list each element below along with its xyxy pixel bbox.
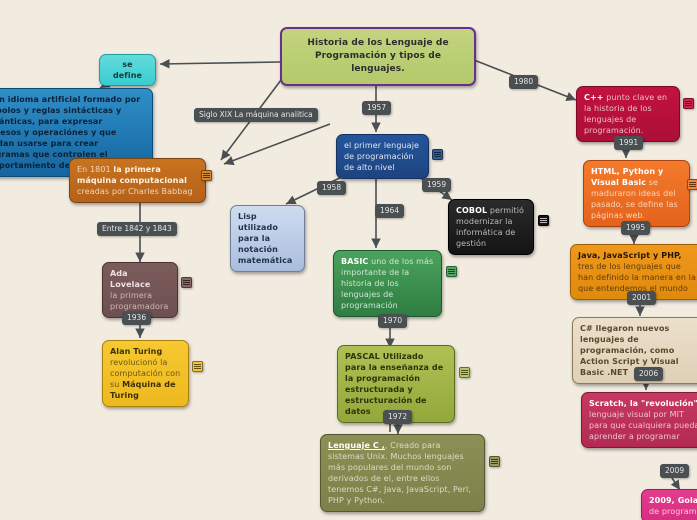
edge-label-1964-text: 1964 xyxy=(380,206,400,215)
edge-label-1995-text: 1995 xyxy=(626,223,646,232)
node-java-js-php[interactable]: Java, JavaScript y PHP, tres de los leng… xyxy=(570,244,697,300)
edge-label-1972: 1972 xyxy=(383,410,413,424)
node-golang[interactable]: 2009, Golang de programación xyxy=(641,489,697,520)
note-icon-babbage[interactable] xyxy=(201,170,212,181)
edge-label-1980-text: 1980 xyxy=(514,77,534,86)
node-cobol-strong: COBOL xyxy=(456,206,488,215)
edge-label-1957: 1957 xyxy=(362,101,392,115)
node-definicion-text: Es un idioma artificial formado por símb… xyxy=(0,95,141,170)
node-java-js-php-rest: tres de los lenguajes que han definido l… xyxy=(578,262,696,293)
note-icon-pascal[interactable] xyxy=(459,367,470,378)
edge-label-1991-text: 1991 xyxy=(619,138,639,147)
node-alan-turing[interactable]: Alan Turing revolucionó la computación c… xyxy=(102,340,189,407)
node-lenguaje-c-strong: Lenguaje C , xyxy=(328,441,385,450)
note-icon-lenguaje-c[interactable] xyxy=(489,456,500,467)
edge-label-1936-text: 1936 xyxy=(127,313,147,322)
node-title[interactable]: Historia de los Lenguaje de Programación… xyxy=(280,27,476,86)
edge-label-2001: 2001 xyxy=(627,291,657,305)
node-lisp-text: Lisp utilizado para la notación matemáti… xyxy=(238,212,293,265)
edge-label-1980: 1980 xyxy=(509,75,539,89)
node-alto-nivel[interactable]: el primer lenguaje de programación de al… xyxy=(336,134,429,179)
node-cpp[interactable]: C++ punto clave en la historia de los le… xyxy=(576,86,680,142)
node-se-define[interactable]: se define xyxy=(99,54,156,86)
node-pascal-text: PASCAL Utilizado para la enseñanza de la… xyxy=(345,352,444,416)
edge-label-1959-text: 1959 xyxy=(427,180,447,189)
node-babbage[interactable]: En 1801 la primera máquina computacional… xyxy=(69,158,206,203)
node-basic-rest: uno de los más importante de la historia… xyxy=(341,257,434,310)
node-html-python[interactable]: HTML, Python y Visual Basic se maduraron… xyxy=(583,160,690,227)
node-lisp[interactable]: Lisp utilizado para la notación matemáti… xyxy=(230,205,305,272)
node-babbage-lead: En 1801 xyxy=(77,165,111,174)
note-icon-html-python[interactable] xyxy=(687,179,697,190)
edge-label-1959: 1959 xyxy=(422,178,452,192)
node-html-python-rest: se maduraron ideas del pasado, se define… xyxy=(591,178,678,220)
edge-label-2009-text: 2009 xyxy=(665,466,685,475)
edge-label-siglo-xix: Siglo XIX La máquina analitica xyxy=(194,108,318,122)
node-cobol[interactable]: COBOL permitió modernizar la informática… xyxy=(448,199,534,255)
node-cpp-rest: punto clave en la historia de los lengua… xyxy=(584,93,668,135)
node-babbage-rest: creadas por Charles Babbag xyxy=(77,187,193,196)
edge-label-1972-text: 1972 xyxy=(388,412,408,421)
note-icon-basic[interactable] xyxy=(446,266,457,277)
edge-label-1970-text: 1970 xyxy=(383,316,403,325)
edge-label-1964: 1964 xyxy=(375,204,405,218)
node-golang-rest: de programación xyxy=(649,507,697,516)
node-scratch-strong: Scratch, la "revolución" xyxy=(589,399,697,408)
note-icon-alto-nivel[interactable] xyxy=(432,149,443,160)
node-alto-nivel-text: el primer lenguaje de programación de al… xyxy=(344,141,420,172)
node-ada-lovelace[interactable]: Ada Lovelace la primera programadora xyxy=(102,262,178,318)
edge-label-2001-text: 2001 xyxy=(632,293,652,302)
note-icon-cobol[interactable] xyxy=(538,215,549,226)
node-html-python-strong: HTML, Python y Visual Basic xyxy=(591,167,664,187)
edge-label-2009: 2009 xyxy=(660,464,690,478)
edge-label-1842-text: Entre 1842 y 1843 xyxy=(102,224,172,233)
node-ada-rest: la primera programadora xyxy=(110,291,169,311)
edge-label-1995: 1995 xyxy=(621,221,651,235)
edge-label-2006: 2006 xyxy=(634,367,664,381)
node-lenguaje-c-rest: , Creado para sistemas Unix. Muchos leng… xyxy=(328,441,472,505)
edge-label-1936: 1936 xyxy=(122,311,152,325)
edge-label-1970: 1970 xyxy=(378,314,408,328)
note-icon-turing[interactable] xyxy=(192,361,203,372)
node-java-js-php-strong: Java, JavaScript y PHP, xyxy=(578,251,682,260)
node-turing-rest: revolucionó la computación con su xyxy=(110,358,181,389)
node-csharp-text: C# llegaron nuevos lenguajes de programa… xyxy=(580,324,679,377)
note-icon-ada[interactable] xyxy=(181,277,192,288)
node-cobol-rest: permitió modernizar la informática de ge… xyxy=(456,206,525,248)
node-turing-strong: Alan Turing xyxy=(110,347,163,356)
node-turing-strong2: Máquina de Turing xyxy=(110,380,176,400)
note-icon-cpp[interactable] xyxy=(683,98,694,109)
node-basic-strong: BASIC xyxy=(341,257,369,266)
node-title-text: Historia de los Lenguaje de Programación… xyxy=(307,38,449,74)
node-babbage-strong: la primera máquina computacional xyxy=(77,165,187,185)
edge-label-1958: 1958 xyxy=(317,181,347,195)
edge-label-2006-text: 2006 xyxy=(639,369,659,378)
node-cpp-strong: C++ xyxy=(584,93,604,102)
node-golang-strong: 2009, Golang xyxy=(649,496,697,505)
node-basic[interactable]: BASIC uno de los más importante de la hi… xyxy=(333,250,442,317)
edge-label-1957-text: 1957 xyxy=(367,103,387,112)
edge-label-1958-text: 1958 xyxy=(322,183,342,192)
edge-label-1842: Entre 1842 y 1843 xyxy=(97,222,177,236)
node-scratch-rest: lenguaje visual por MIT para que cualqui… xyxy=(589,410,697,441)
node-lenguaje-c[interactable]: Lenguaje C ,, Creado para sistemas Unix.… xyxy=(320,434,485,512)
edge-label-siglo-xix-text: Siglo XIX La máquina analitica xyxy=(199,110,313,119)
node-scratch[interactable]: Scratch, la "revolución" lenguaje visual… xyxy=(581,392,697,448)
edge-label-1991: 1991 xyxy=(614,136,644,150)
node-ada-strong: Ada Lovelace xyxy=(110,269,151,289)
node-se-define-label: se define xyxy=(112,60,143,80)
